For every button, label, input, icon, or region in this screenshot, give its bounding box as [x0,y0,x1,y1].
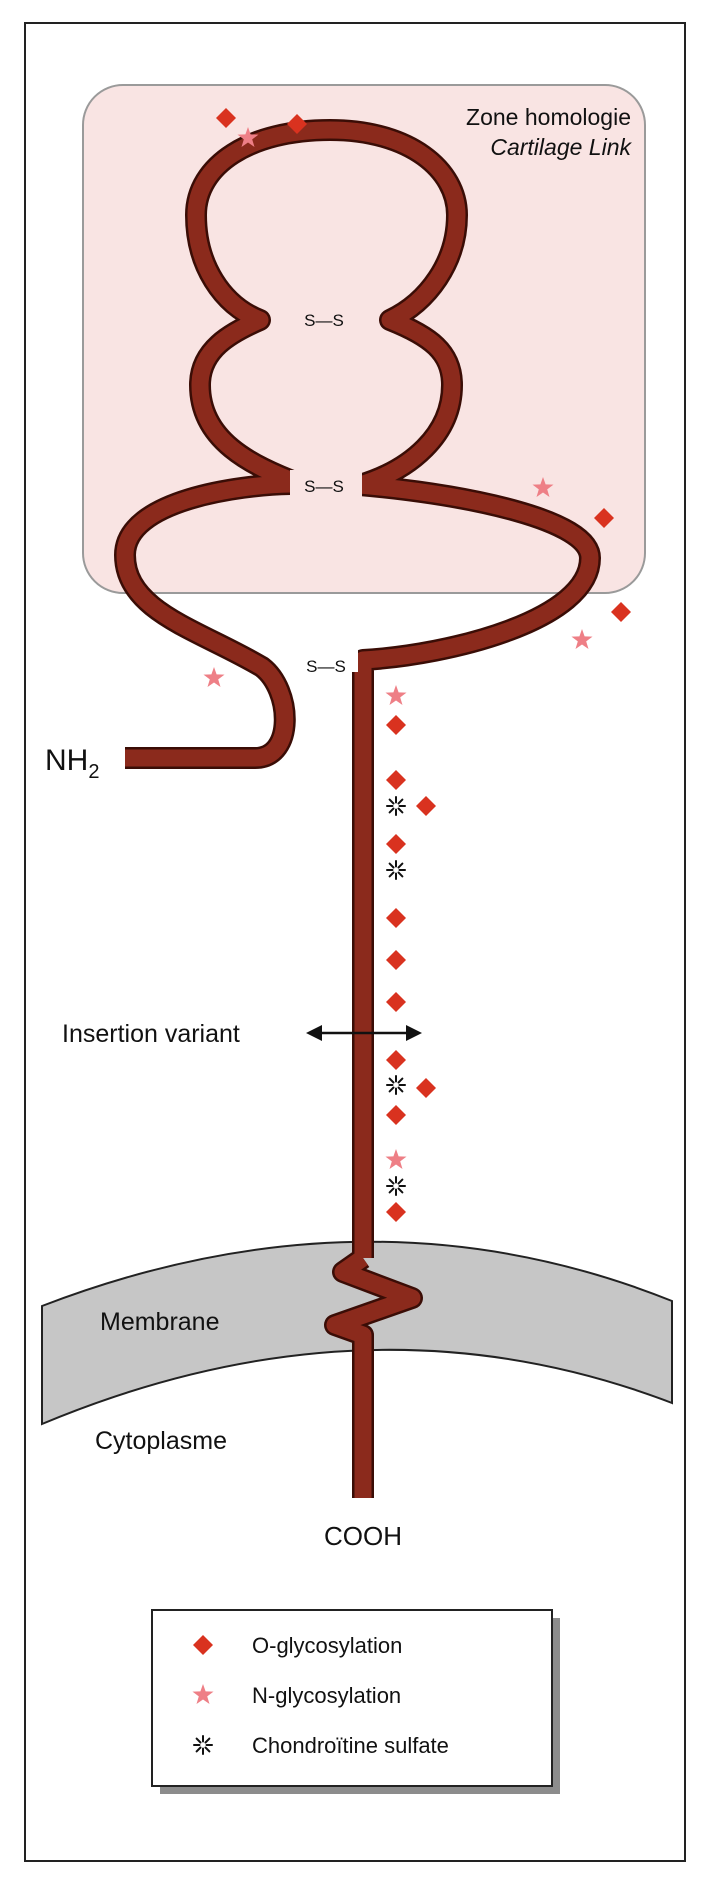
n-terminus-main: NH [45,744,88,777]
legend-o-glyco-label: O-glycosylation [252,1633,402,1658]
disulfide-label-1: S—S [304,311,344,330]
protein-chain [114,119,601,1498]
disulfide-label-3: S—S [306,657,346,676]
zone-title-line1: Zone homologie [466,104,631,130]
n-terminus-subscript: 2 [88,761,99,783]
cytoplasm-label: Cytoplasme [95,1427,227,1455]
legend-chondroitin-label: Chondroïtine sulfate [252,1733,449,1758]
c-terminus-label: COOH [324,1521,402,1551]
disulfide-gap-2 [290,470,362,500]
disulfide-gap-1 [288,300,370,340]
chain-fill [116,121,599,1498]
legend: O-glycosylation N-glycosylation Chondroï… [151,1609,560,1794]
legend-n-glyco-label: N-glycosylation [252,1683,401,1708]
membrane-label: Membrane [100,1308,220,1336]
n-terminus-label: NH2 [45,744,99,783]
disulfide-gap-3 [292,650,358,672]
zone-title-line2: Cartilage Link [490,134,632,160]
legend-box [151,1609,553,1787]
disulfide-label-2: S—S [304,477,344,496]
insertion-variant-label: Insertion variant [62,1020,240,1048]
insertion-variant-arrow [306,1025,422,1041]
